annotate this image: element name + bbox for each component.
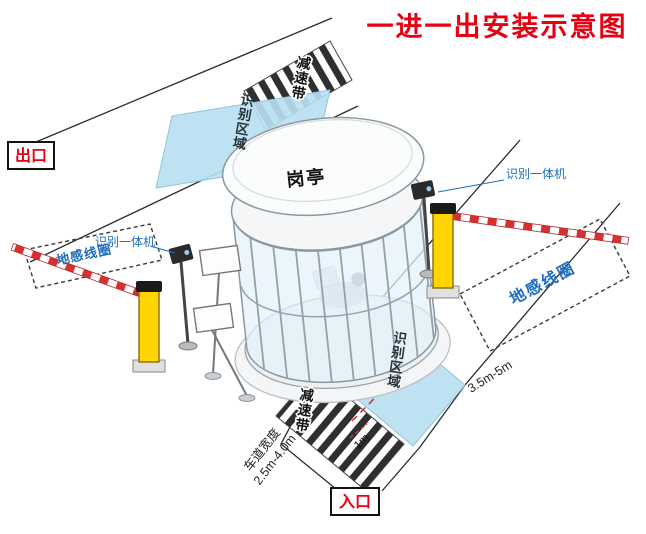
recognition-machine-right-label: 识别一体机 [506,167,566,181]
exit-gate-box: 出口 [7,141,55,170]
page-title: 一进一出安装示意图 [367,11,628,42]
guard-booth: 岗亭 [221,116,451,404]
right-barrier-gate [426,203,630,299]
speed-bump-top-label: 减速带 [290,54,312,102]
left-camera-pole [179,261,190,345]
entrance-lane-right-edge [381,202,621,492]
left-camera-base [178,341,198,351]
recognition-area-bottom-label: 识别区域 [385,330,409,390]
right-barrier-post [432,209,454,289]
booth-roof-top [221,116,425,217]
left-barrier-post [138,287,160,363]
ground-coil-right-label: 地感线圈 [506,258,579,309]
ground-coil-right-outline [459,218,631,352]
sign-post-1-base [204,372,222,380]
recognition-area-top-label: 识别区域 [231,92,256,153]
exit-box-frame [7,141,55,170]
left-camera-head [168,243,194,265]
entrance-gate-box: 入口 [330,487,380,516]
sign-post-2-base [238,394,256,402]
sign-post-2-pole [211,329,248,397]
exit-label: 出口 [15,146,47,165]
one-meter-marker-dashed [349,423,368,439]
left-recognition-camera [168,243,198,351]
right-camera-head [410,180,436,200]
sign-post-1-panel [198,244,242,277]
booth-window-sill [239,261,430,318]
left-machine-leader-line [149,245,176,254]
recognition-machine-left-label: 识别一体机 [95,235,155,249]
entrance-label: 入口 [339,493,371,511]
left-barrier-gate [10,242,166,373]
speed-bump-bottom-label: 减速带 [294,386,314,434]
ground-coil-left [23,223,163,289]
lane-width-annotation: 车道宽度 2.5m-4.0m [240,425,298,488]
sign-post-2 [192,302,256,402]
right-barrier-cap [430,203,456,214]
right-machine-leader-line [437,179,505,193]
ground-coil-right [459,218,631,352]
booth-label: 岗亭 [285,165,327,190]
sign-post-2-panel [192,302,235,334]
right-camera-pole [422,197,431,273]
ground-coil-left-outline [23,223,163,289]
booth-roof-rim [232,119,413,202]
left-barrier-cap [136,281,162,292]
entrance-box-frame [330,487,380,516]
right-barrier-arm [451,212,630,245]
exit-lane-top-edge [11,17,333,153]
right-recognition-camera [410,180,439,279]
